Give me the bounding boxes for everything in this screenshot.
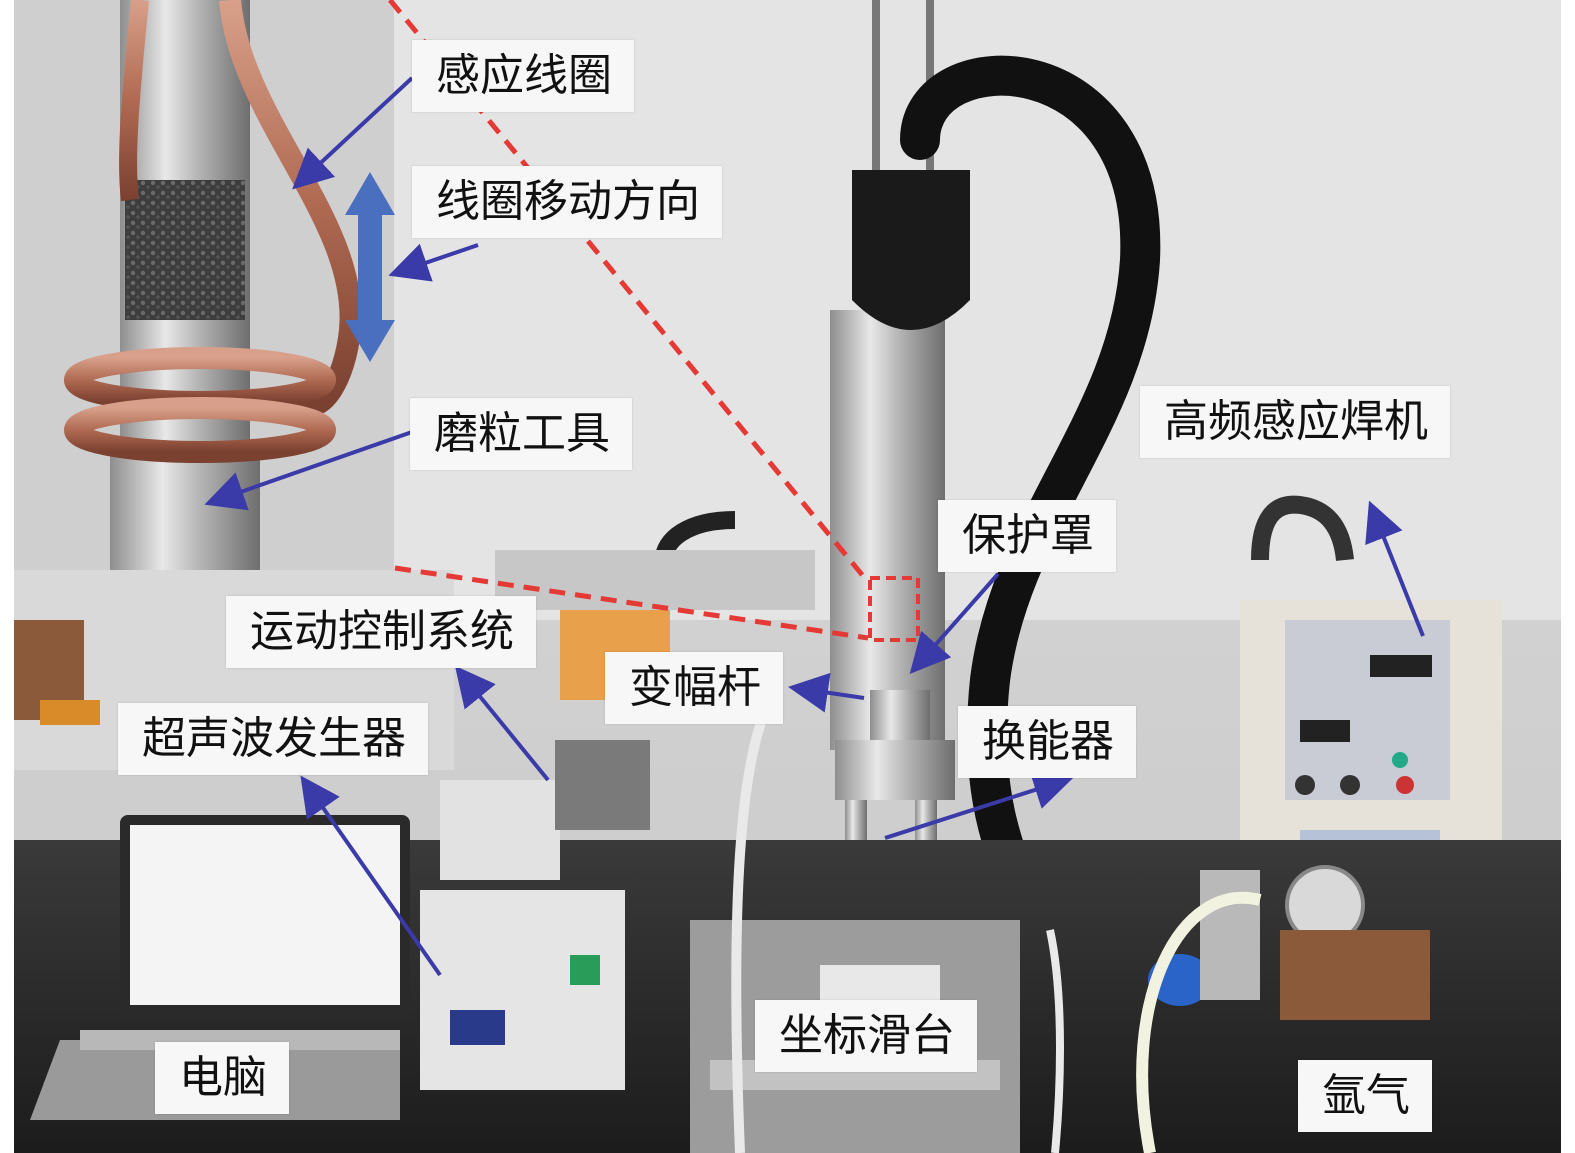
top-rod-1 [872,0,880,180]
generator-power-switch [570,955,600,985]
label-transducer: 换能器 [958,706,1136,778]
welder-button-red [1396,776,1414,794]
label-coil: 感应线圈 [412,40,634,112]
welder-knob-2 [1340,775,1360,795]
arrow-horn [788,672,865,713]
white-tubing [731,697,775,1153]
black-cable [900,55,1161,960]
arrow-welder [1365,500,1425,637]
zoom-line-upper [388,0,870,584]
welder-handle [1251,495,1354,562]
welder-display [1370,655,1432,677]
arrow-coil [292,76,414,190]
coil-direction-double-arrow [345,172,395,362]
inset-copper-lead [219,0,362,417]
label-coil-direction: 线圈移动方向 [412,166,722,238]
photo-border-right [1561,0,1575,1153]
shield-highlight-box [868,576,920,642]
label-slide-table: 坐标滑台 [755,1000,977,1072]
arrow-motion-control [454,665,550,782]
label-motion-control: 运动控制系统 [226,596,536,668]
welder-control-panel [1285,620,1450,800]
annotation-arrows [204,76,1425,977]
motor-driver [555,740,650,830]
welder-display-2 [1300,720,1350,742]
welder-knob-1 [1295,775,1315,795]
left-device-label [40,700,100,725]
generator-display [450,1010,505,1045]
arrow-transducer [884,770,1074,840]
argon-cylinder-top [1280,930,1430,1020]
arrow-shield [909,572,1000,674]
zoom-line-lower [394,565,869,641]
arrow-abrasive-tool [204,430,413,511]
ultrasonic-generator-box [420,890,625,1090]
inset-abrasive-grit [125,180,245,320]
laptop-screen [130,825,400,1005]
transducer-clamp [835,740,955,800]
machine-head [852,170,970,330]
label-horn: 变幅杆 [605,652,783,724]
label-computer: 电脑 [155,1042,289,1114]
regulator-body [1200,870,1260,1000]
label-high-freq-welder: 高频感应焊机 [1140,386,1450,458]
motion-control-box [440,780,560,880]
white-tubing-2 [1046,929,1064,1153]
label-ultrasonic-generator: 超声波发生器 [118,703,428,775]
label-argon: 氩气 [1298,1060,1432,1132]
slide-table-label [820,965,940,1005]
welder-button-green [1392,752,1408,768]
label-abrasive-tool: 磨粒工具 [410,398,632,470]
photo-border-left [0,0,14,1153]
gas-hose [1136,892,1262,1153]
motion-rail [495,550,815,610]
label-shield: 保护罩 [938,500,1116,572]
arrow-ultrasonic-generator [300,775,442,977]
arrow-coil-direction [388,243,479,282]
inset-coil-turn-2 [64,397,336,463]
machine-column [830,310,945,750]
inset-copper-lead-2 [119,0,149,202]
